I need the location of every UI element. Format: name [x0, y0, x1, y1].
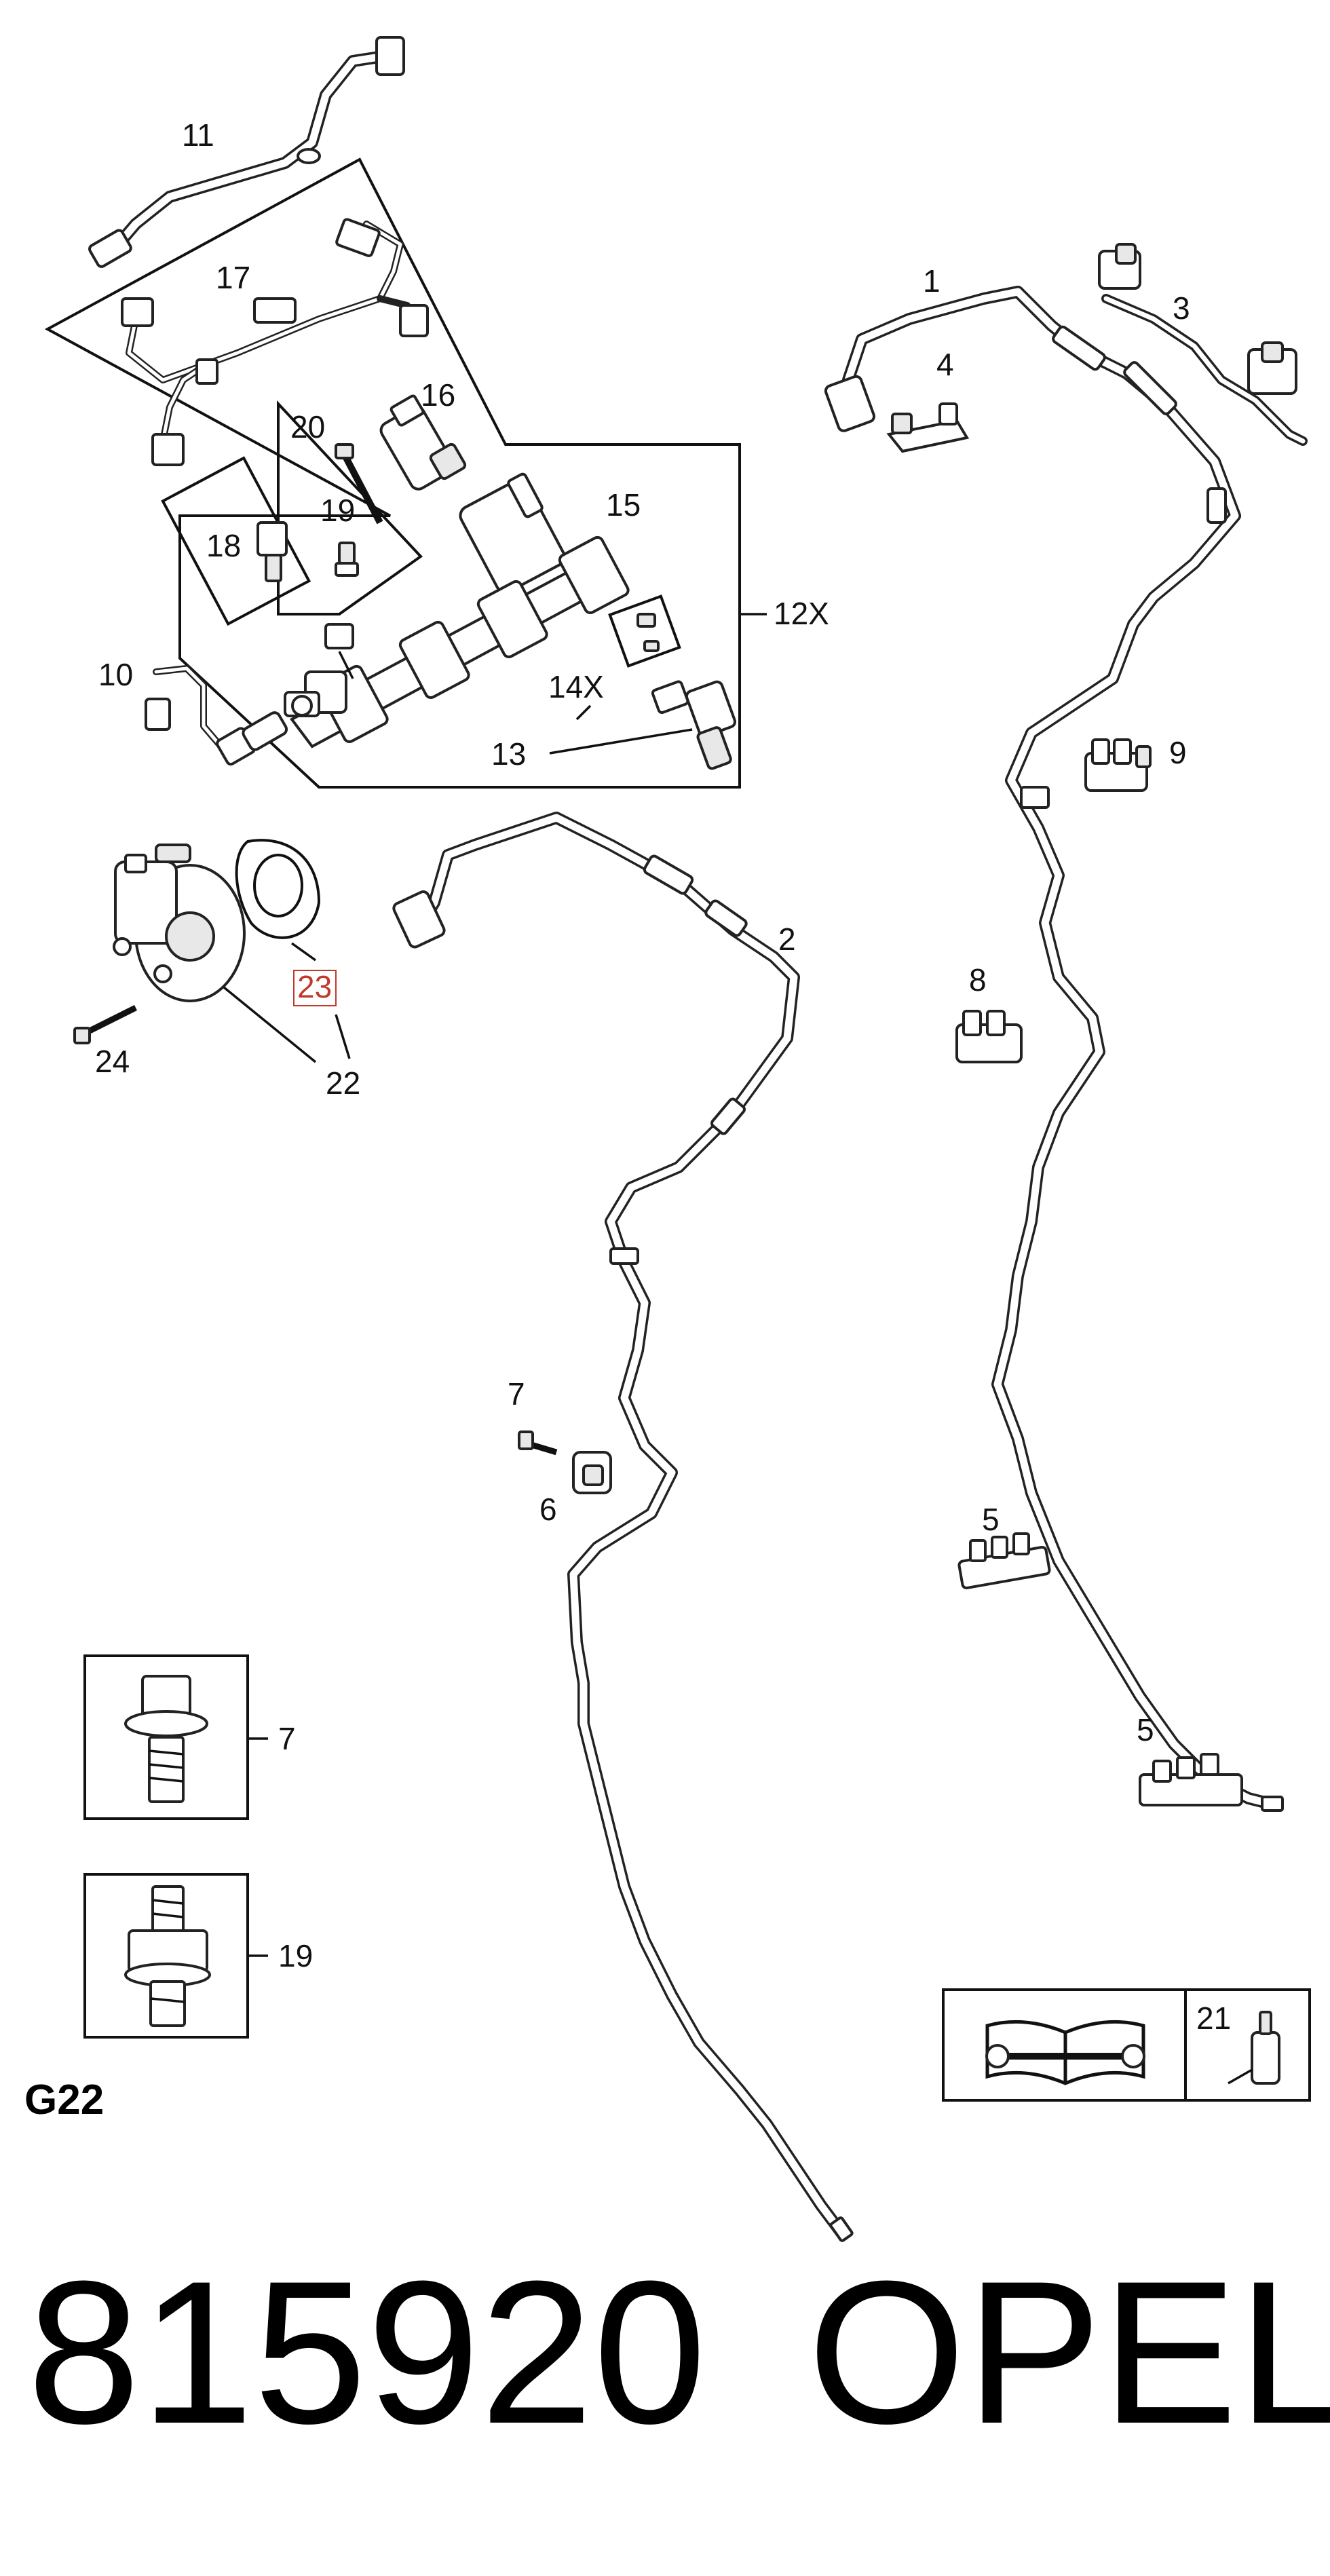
- harness-17: [121, 218, 429, 466]
- label-21: 21: [1196, 2001, 1231, 2036]
- label-16: 16: [421, 377, 455, 413]
- label-2: 2: [778, 922, 796, 957]
- highlight-box-23: [293, 970, 337, 1006]
- label-11: 11: [182, 117, 214, 153]
- clip-5-lower: [1139, 1753, 1243, 1806]
- label-23-highlighted: 23: [297, 969, 332, 1004]
- clip-5-upper: [957, 1532, 1051, 1590]
- label-14x: 14X: [548, 669, 604, 704]
- clip-9: [1084, 738, 1152, 792]
- label-6: 6: [539, 1492, 557, 1527]
- brand-name: OPEL: [808, 2238, 1330, 2466]
- clip-8: [955, 1010, 1023, 1063]
- bolt-24: [73, 1004, 138, 1044]
- bolt-7-detail: [124, 1675, 208, 1803]
- label-9: 9: [1169, 735, 1187, 770]
- label-20: 20: [290, 409, 325, 444]
- label-19: 19: [320, 493, 355, 528]
- label-3: 3: [1173, 290, 1190, 326]
- fuel-pipe-2: [392, 812, 854, 2242]
- sensor-10: [145, 665, 288, 766]
- label-18: 18: [206, 528, 241, 563]
- sensor-18: [256, 521, 288, 582]
- sealant-tube-icon: [1228, 2011, 1280, 2085]
- service-manual-icon: [985, 2020, 1145, 2085]
- bracket-3: [1098, 243, 1308, 446]
- detail-box-7: [83, 1654, 249, 1820]
- label-17: 17: [216, 260, 250, 295]
- label-12x: 12X: [774, 596, 829, 631]
- legend-box: [942, 1988, 1311, 2102]
- label-22: 22: [326, 1065, 360, 1101]
- label-15: 15: [606, 487, 641, 523]
- clip-6: [572, 1451, 612, 1494]
- label-5-lower: 5: [1137, 1712, 1154, 1747]
- label-4: 4: [936, 347, 954, 382]
- label-5-upper: 5: [982, 1502, 1000, 1537]
- sub-box-18: [161, 456, 311, 626]
- bolt-20: [335, 443, 383, 525]
- sensor-16: [379, 394, 467, 491]
- pump-22: [113, 844, 246, 1002]
- stud-19-detail: [124, 1885, 211, 2027]
- injector-13: [651, 680, 737, 770]
- group-12x-frame: [44, 157, 741, 789]
- kit-14x: [608, 594, 681, 668]
- label-8: 8: [969, 962, 987, 998]
- label-19-detail: 19: [278, 1938, 313, 1973]
- label-24: 24: [95, 1044, 130, 1079]
- bracket-4: [886, 402, 970, 453]
- label-13: 13: [491, 736, 526, 772]
- section-code: G22: [24, 2077, 104, 2123]
- label-7-upper: 7: [508, 1376, 525, 1412]
- hose-11: [88, 36, 405, 268]
- label-10: 10: [98, 657, 133, 692]
- fuel-rail-15: [284, 472, 630, 749]
- fuel-pipe-1: [824, 286, 1284, 1812]
- gasket-23: [235, 839, 321, 939]
- part-number: 815920: [27, 2238, 706, 2466]
- label-1: 1: [923, 263, 940, 299]
- label-7-detail: 7: [278, 1721, 296, 1756]
- stud-19: [335, 542, 359, 577]
- bolt-7-small: [518, 1431, 558, 1456]
